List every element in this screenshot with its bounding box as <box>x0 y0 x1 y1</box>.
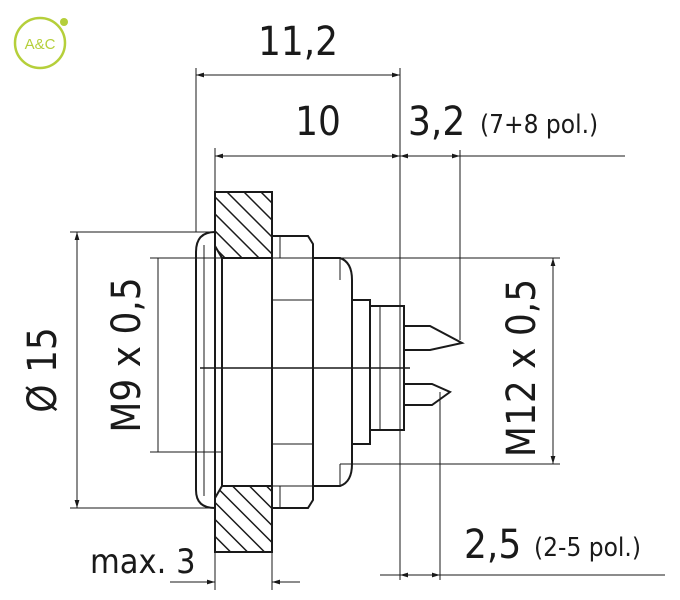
insulator-step <box>351 299 371 445</box>
rear-housing <box>312 257 353 487</box>
label-pin-length-78: 3,2 <box>408 99 465 145</box>
label-pin-length-25: 2,5 <box>464 522 521 568</box>
dimension-lines <box>70 68 665 590</box>
flange-bottom-hatched <box>214 485 273 553</box>
label-body-length: 10 <box>295 99 341 145</box>
label-pin-length-78-note: (7+8 pol.) <box>480 110 598 140</box>
dimension-labels: 11,2 10 3,2 (7+8 pol.) 2,5 (2-5 pol.) ma… <box>20 19 641 582</box>
brand-logo: A&C <box>13 16 68 70</box>
logo-text: A&C <box>25 36 56 53</box>
label-diameter: Ø 15 <box>20 327 66 413</box>
label-front-thread: M9 x 0,5 <box>104 277 150 432</box>
pin-short <box>403 383 452 406</box>
label-panel-thickness: max. 3 <box>90 542 196 582</box>
label-overall-length: 11,2 <box>258 19 338 65</box>
front-face <box>195 231 216 509</box>
connector-body <box>195 191 465 553</box>
logo-dot <box>60 18 68 26</box>
label-pin-length-25-note: (2-5 pol.) <box>534 533 641 563</box>
pin-long <box>403 325 465 351</box>
logo-ring <box>13 16 67 70</box>
front-thread-section <box>221 257 273 487</box>
label-rear-thread: M12 x 0,5 <box>499 279 545 457</box>
flange-top-hatched <box>214 191 273 259</box>
hex-nut <box>271 235 314 509</box>
